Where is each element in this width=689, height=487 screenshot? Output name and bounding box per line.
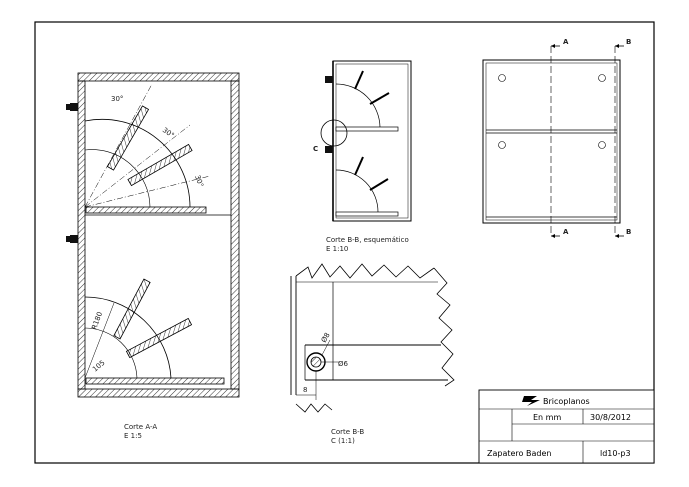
aa-dim-105: 105 xyxy=(91,359,106,374)
project-name: Zapatero Baden xyxy=(487,449,551,458)
front-view: A A B B xyxy=(482,38,631,238)
detail-dia8-leader xyxy=(321,339,331,356)
bb-lower-arc xyxy=(335,169,379,213)
front-cut-b-top-head xyxy=(615,44,619,48)
bb-detail-mark: C xyxy=(313,145,318,153)
aa-lower-shelf xyxy=(85,377,225,385)
detail-dowel-inner xyxy=(310,356,322,368)
aa-angle-1: 30° xyxy=(111,95,123,103)
sheet-id: ld10-p3 xyxy=(600,449,631,458)
brand-logo xyxy=(522,396,540,406)
front-knob-tr xyxy=(598,74,606,82)
section-aa-view: 30° 30° 30° R180 105 Corte A-A E 1:5 xyxy=(66,72,240,440)
bb-lower-shelf xyxy=(335,211,399,217)
front-knob-br xyxy=(598,141,606,149)
front-inner xyxy=(485,62,618,221)
aa-centerline-1 xyxy=(84,83,153,208)
units: En mm xyxy=(533,413,561,422)
aa-board-upper-1 xyxy=(106,105,150,171)
aa-board-upper-2 xyxy=(127,143,193,187)
detail-dim-8: 8 xyxy=(303,386,307,394)
front-cut-a-bottom-head xyxy=(551,234,555,238)
bb-upper-shelf xyxy=(335,126,399,132)
detail-break-right xyxy=(433,267,455,387)
bb-detail-circle xyxy=(320,119,348,147)
front-outer xyxy=(482,59,621,224)
bb-lower-knob xyxy=(325,146,333,153)
bb-upper-arc xyxy=(335,83,381,128)
brand-name: Bricoplanos xyxy=(543,397,590,406)
aa-bottom-wall xyxy=(77,388,240,398)
bb-inner-outline xyxy=(335,63,409,219)
front-knob-tl xyxy=(498,74,506,82)
aa-upper-shelf xyxy=(85,206,207,214)
front-knob-bl xyxy=(498,141,506,149)
aa-centerline-2 xyxy=(84,124,191,208)
bb-caption: Corte B-B, esquemático xyxy=(326,236,409,244)
bb-board-c xyxy=(354,156,364,176)
aa-upper-arc-inner xyxy=(84,149,151,208)
detail-caption: Corte B-B xyxy=(331,428,364,436)
bb-board-b xyxy=(369,92,390,105)
aa-top-wall xyxy=(77,72,240,82)
aa-board-lower-1 xyxy=(113,278,151,340)
aa-radius-leader xyxy=(84,302,115,379)
bb-upper-knob xyxy=(325,76,333,83)
aa-radius-label: R180 xyxy=(90,311,104,331)
aa-board-lower-2 xyxy=(125,317,193,359)
front-cut-b-bottom-head xyxy=(615,234,619,238)
aa-scale: E 1:5 xyxy=(124,432,142,440)
detail-dia-6: Ø6 xyxy=(338,360,349,368)
aa-left-wall xyxy=(77,80,86,390)
detail-scale: C (1:1) xyxy=(331,437,355,445)
drawing-frame xyxy=(34,21,655,464)
front-cut-b-top-label: B xyxy=(626,38,631,46)
front-cut-a-top-head xyxy=(551,44,555,48)
title-block: Bricoplanos En mm 30/8/2012 Zapatero Bad… xyxy=(478,389,655,464)
bb-board-a xyxy=(354,70,364,90)
bb-scale: E 1:10 xyxy=(326,245,348,253)
aa-upper-arc-outer xyxy=(84,118,191,208)
front-cut-a-bottom-label: A xyxy=(563,228,569,236)
drawing-date: 30/8/2012 xyxy=(590,413,631,422)
title-block-frame xyxy=(478,389,655,464)
front-cut-b-bottom-label: B xyxy=(626,228,631,236)
aa-upper-knob xyxy=(66,103,78,111)
detail-dia-8: Ø8 xyxy=(320,331,332,344)
detail-break-top xyxy=(295,263,435,279)
section-bb-schematic-view: C Corte B-B, esquemático E 1:10 xyxy=(313,60,412,253)
aa-lower-knob xyxy=(66,235,78,243)
aa-caption: Corte A-A xyxy=(124,423,157,431)
detail-c-view: Ø8 Ø6 8 Corte B-B C (1:1) xyxy=(290,263,455,445)
aa-centerline-3 xyxy=(84,175,211,208)
aa-lower-arc-inner xyxy=(84,327,138,379)
aa-right-wall xyxy=(230,80,240,390)
detail-break-bottom xyxy=(295,403,333,413)
front-cut-a-top-label: A xyxy=(563,38,569,46)
aa-angle-3: 30° xyxy=(193,174,205,188)
bb-board-d xyxy=(369,178,389,191)
aa-lower-arc-outer xyxy=(84,296,172,379)
